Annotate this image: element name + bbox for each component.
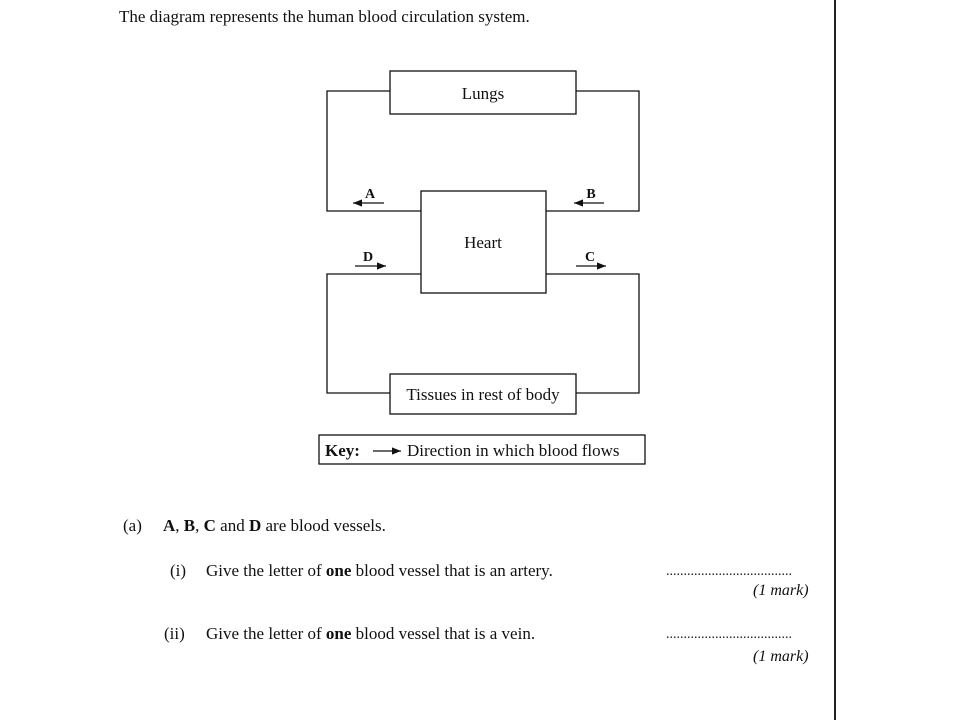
separator: and	[215, 516, 249, 535]
question-i-emphasis: one	[325, 561, 352, 580]
vessel-a-label: A	[365, 187, 376, 202]
systemic-right-vessel	[546, 273, 640, 394]
answer-line-i[interactable]: ....................................	[666, 564, 792, 579]
lungs-label: Lungs	[462, 84, 505, 103]
question-ii-text-before: Give the letter of	[206, 624, 326, 643]
key-label: Key:	[325, 441, 360, 460]
question-a-number: (a)	[123, 516, 142, 535]
question-ii: (ii) Give the letter of one blood vessel …	[164, 624, 535, 644]
key-box	[318, 434, 646, 465]
question-ii-emphasis: one	[325, 624, 352, 643]
heart-label: Heart	[464, 233, 502, 252]
mark-ii: (1 mark)	[753, 648, 809, 665]
page-edge-line	[834, 0, 836, 720]
systemic-left-vessel	[326, 273, 421, 394]
vessel-c-label: C	[585, 250, 595, 265]
vessel-lines	[326, 90, 640, 394]
question-a-text: are blood vessels.	[261, 516, 386, 535]
vessel-letter-b: B	[183, 516, 196, 535]
question-i-text-before: Give the letter of	[206, 561, 326, 580]
answer-line-ii[interactable]: ....................................	[666, 627, 792, 642]
tissues-label: Tissues in rest of body	[406, 385, 560, 404]
mark-i: (1 mark)	[753, 582, 809, 599]
pulmonary-right-vessel	[546, 90, 640, 212]
question-ii-number: (ii)	[164, 624, 185, 643]
question-i-text-after: blood vessel that is an artery.	[351, 561, 553, 580]
separator: ,	[175, 516, 184, 535]
question-ii-text-after: blood vessel that is a vein.	[351, 624, 536, 643]
vessel-d-label: D	[363, 250, 373, 265]
question-i: (i) Give the letter of one blood vessel t…	[170, 561, 553, 581]
question-i-number: (i)	[170, 561, 187, 580]
tissues-box	[389, 373, 577, 415]
vessel-b-label: B	[586, 187, 595, 202]
separator: ,	[195, 516, 204, 535]
question-a: (a) A, B, C and D are blood vessels.	[123, 516, 386, 536]
lungs-box	[389, 70, 577, 115]
intro-text: The diagram represents the human blood c…	[119, 7, 530, 26]
pulmonary-left-vessel	[326, 90, 421, 212]
key-text: Direction in which blood flows	[407, 441, 619, 460]
vessel-letter-c: C	[203, 516, 216, 535]
vessel-letter-a: A	[163, 516, 176, 535]
vessel-letter-d: D	[248, 516, 262, 535]
heart-box	[420, 190, 547, 294]
